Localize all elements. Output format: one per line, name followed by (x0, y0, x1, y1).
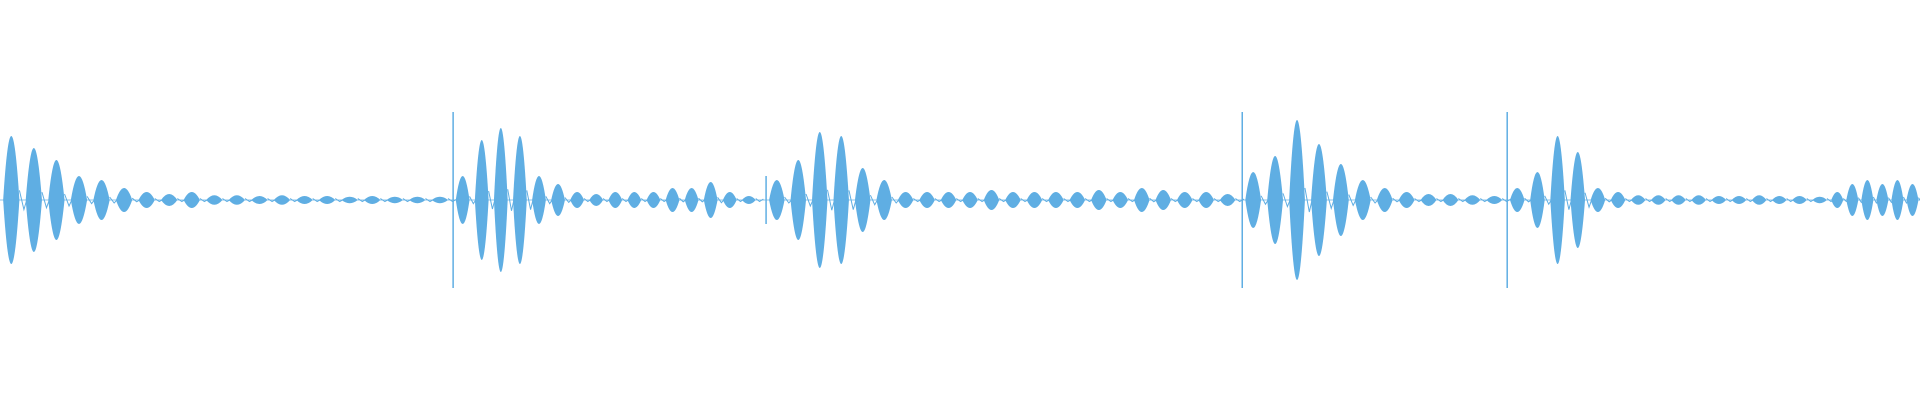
waveform-pulse (1376, 188, 1393, 212)
waveform-pulse (1219, 194, 1236, 206)
waveform-pulse (1630, 195, 1646, 205)
waveform-pulse (1570, 152, 1586, 248)
waveform-pulse (1267, 156, 1284, 244)
waveform-pulse (646, 192, 661, 208)
waveform-pulse (1671, 195, 1686, 205)
waveform-pulse (1812, 196, 1827, 204)
waveform-noise (1918, 197, 1920, 201)
waveform-pulse (341, 196, 358, 204)
waveform-pulse (1751, 195, 1767, 205)
waveform-pulse (1891, 180, 1904, 220)
waveform-pulse (251, 196, 268, 204)
waveform-pulse (161, 194, 178, 206)
waveform-pulse (93, 180, 110, 220)
waveform-pulse (665, 188, 680, 212)
waveform-pulse (962, 192, 978, 208)
waveform-pulse (532, 176, 546, 224)
waveform-pulse (409, 196, 426, 204)
waveform-pulse (1906, 184, 1919, 216)
waveform-pulse (1651, 195, 1666, 205)
waveform-pulse (25, 148, 42, 252)
waveform-pulse (741, 196, 756, 204)
waveform-pulse (1311, 144, 1327, 256)
waveform-pulse (1530, 172, 1545, 228)
waveform-pulse (1610, 192, 1626, 208)
waveform-pulse (684, 188, 699, 212)
waveform-pulse (833, 136, 849, 264)
waveform-pulse (1590, 188, 1606, 212)
waveform-pulse (790, 160, 807, 240)
waveform-pulse (1731, 196, 1747, 204)
waveform-pulse (1198, 192, 1214, 208)
waveform-pulse (854, 168, 871, 232)
waveform-pulse (1510, 188, 1525, 212)
waveform-pulse (919, 192, 935, 208)
waveform-pulse (138, 192, 155, 208)
waveform-pulse (940, 192, 957, 208)
waveform-pulse (513, 136, 527, 264)
waveform-pulse (474, 140, 489, 260)
waveform-pulse (1091, 190, 1107, 210)
waveform-pulse (897, 192, 914, 208)
waveform-pulse (589, 194, 604, 206)
waveform-pulse (722, 192, 737, 208)
waveform-pulse (1486, 196, 1503, 204)
waveform-pulse (1846, 184, 1859, 216)
waveform-pulse (364, 196, 381, 204)
waveform-pulse (455, 176, 470, 224)
waveform-pulse (1332, 164, 1349, 236)
waveform-pulse (228, 195, 246, 205)
waveform-pulse (570, 192, 585, 208)
waveform-pulse (1048, 192, 1064, 208)
waveform-pulse (1831, 192, 1844, 208)
waveform-pulse (1550, 136, 1565, 264)
waveform-pulse (1245, 172, 1262, 228)
waveform-pulse (627, 192, 642, 208)
waveform-pulse (1069, 192, 1086, 208)
waveform-pulse (1005, 192, 1021, 208)
waveform-pulse (493, 128, 508, 272)
waveform-pulse (703, 182, 718, 218)
waveform-pulse (183, 192, 200, 208)
waveform-pulse (70, 176, 88, 224)
waveform-pulse (206, 195, 223, 205)
waveform-pulse (273, 195, 291, 205)
waveform-pulse (1442, 194, 1459, 206)
waveform-pulse (1176, 192, 1193, 208)
waveform-pulse (296, 196, 313, 204)
waveform-pulse (1464, 195, 1481, 205)
waveform-pulse (1420, 194, 1437, 206)
waveform-pulse (115, 188, 133, 212)
waveform-pulse (1772, 196, 1787, 204)
waveform-bursts (3, 112, 1920, 288)
waveform-pulse (1691, 195, 1706, 205)
waveform-pulse (1711, 196, 1727, 204)
waveform-pulse (1134, 188, 1150, 212)
waveform-pulse (769, 180, 785, 220)
waveform-pulse (1289, 120, 1305, 280)
waveform-pulse (48, 160, 65, 240)
waveform-pulse (1354, 180, 1371, 220)
waveform-pulse (386, 196, 403, 204)
waveform-pulse (1861, 180, 1874, 220)
waveform-pulse (876, 180, 892, 220)
waveform-pulse (608, 192, 623, 208)
waveform-pulse (431, 196, 449, 204)
waveform-pulse (983, 190, 1000, 210)
waveform-pulse (1876, 184, 1889, 216)
waveform-pulse (1026, 192, 1043, 208)
waveform-pulse (551, 184, 565, 216)
waveform-pulse (318, 196, 336, 204)
waveform-noise (755, 198, 764, 203)
waveform-pulse (1112, 192, 1129, 208)
waveform-pulse (1398, 192, 1415, 208)
waveform-pulse (3, 136, 20, 264)
waveform-pulse (1792, 196, 1807, 204)
waveform-pulse (1155, 190, 1171, 210)
waveform-pulse (812, 132, 828, 268)
